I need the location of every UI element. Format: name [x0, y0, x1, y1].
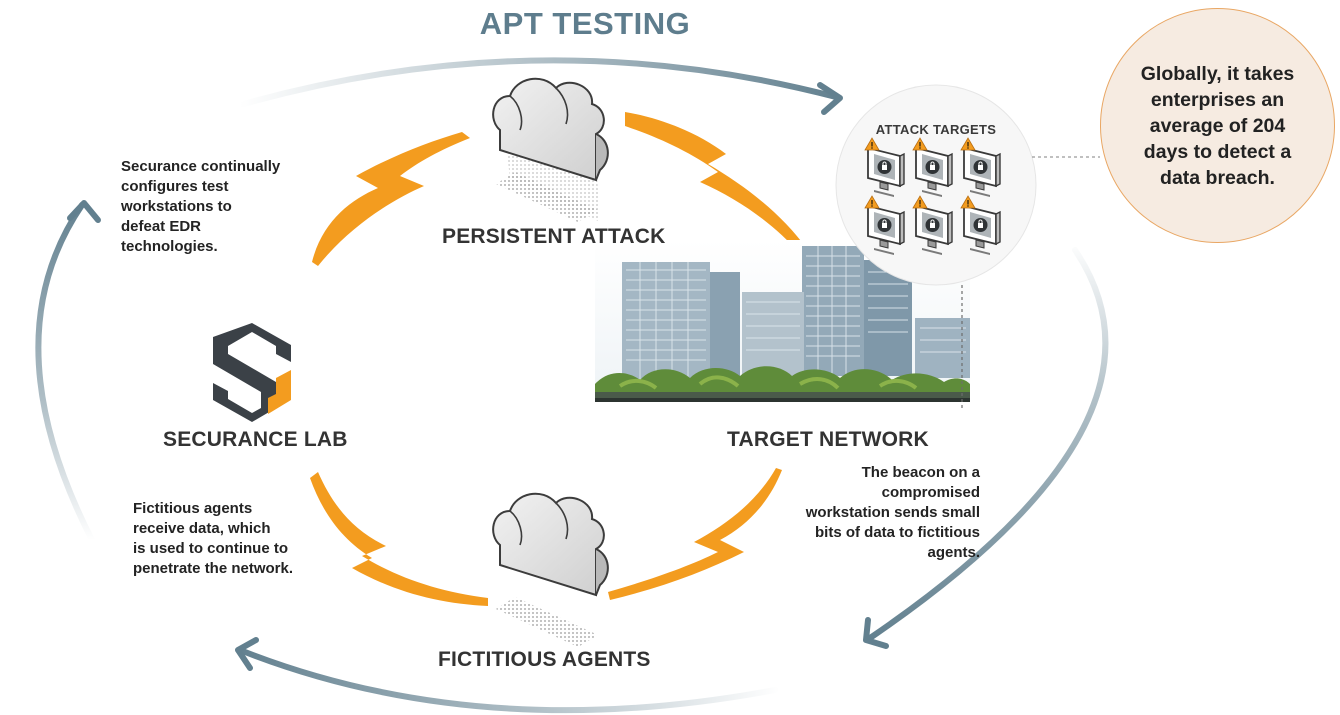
attack-target-monitors: [864, 137, 1001, 255]
monitor-lock-icon: [912, 137, 953, 197]
note-beacon: The beacon on a compromised workstation …: [730, 463, 980, 563]
note-line: configures test: [121, 178, 229, 195]
cloud-icon: [492, 77, 609, 222]
lightning-icon: [310, 472, 488, 606]
cloud-icon: [492, 492, 609, 597]
cloud-shadow: [496, 172, 598, 222]
statistic-callout: Globally, it takes enterprises an averag…: [1100, 8, 1335, 243]
note-line: Fictitious agents: [133, 500, 253, 517]
note-edr: Securance continually configures test wo…: [121, 157, 351, 257]
monitor-lock-icon: [960, 137, 1001, 197]
lightning-icon: [312, 132, 470, 266]
page-title: APT TESTING: [479, 6, 691, 41]
note-line: compromised: [881, 484, 980, 501]
attack-targets-title: ATTACK TARGETS: [875, 122, 997, 137]
monitor-lock-icon: [912, 195, 953, 255]
note-line: bits of data to fictitious: [815, 524, 980, 541]
securance-logo: [213, 323, 291, 422]
note-line: is used to continue to: [133, 540, 289, 557]
note-line: technologies.: [121, 238, 218, 255]
note-line: Securance continually: [121, 158, 281, 175]
note-line: defeat EDR: [121, 218, 202, 235]
node-label-fictitious-agents: FICTITIOUS AGENTS: [438, 648, 651, 671]
lightning-icon: [625, 112, 808, 254]
node-label-target-network: TARGET NETWORK: [727, 428, 929, 451]
cycle-arrows: [35, 57, 1109, 714]
monitor-lock-icon: [960, 195, 1001, 255]
note-line: The beacon on a: [861, 464, 980, 481]
node-label-persistent-attack: PERSISTENT ATTACK: [442, 225, 666, 248]
lightning-icon: [608, 468, 782, 600]
note-line: receive data, which: [133, 520, 271, 537]
note-line: workstations to: [121, 198, 232, 215]
statistic-text: Globally, it takes enterprises an averag…: [1140, 62, 1295, 189]
monitor-lock-icon: [864, 195, 905, 255]
node-label-securance-lab: SECURANCE LAB: [163, 428, 348, 451]
lightning-links: [310, 112, 808, 606]
note-line: workstation sends small: [805, 504, 980, 521]
note-agents-receive: Fictitious agents receive data, which is…: [133, 499, 373, 579]
note-line: agents.: [927, 544, 980, 561]
note-line: penetrate the network.: [133, 560, 294, 577]
monitor-lock-icon: [864, 137, 905, 197]
cloud-shadow: [496, 597, 598, 647]
